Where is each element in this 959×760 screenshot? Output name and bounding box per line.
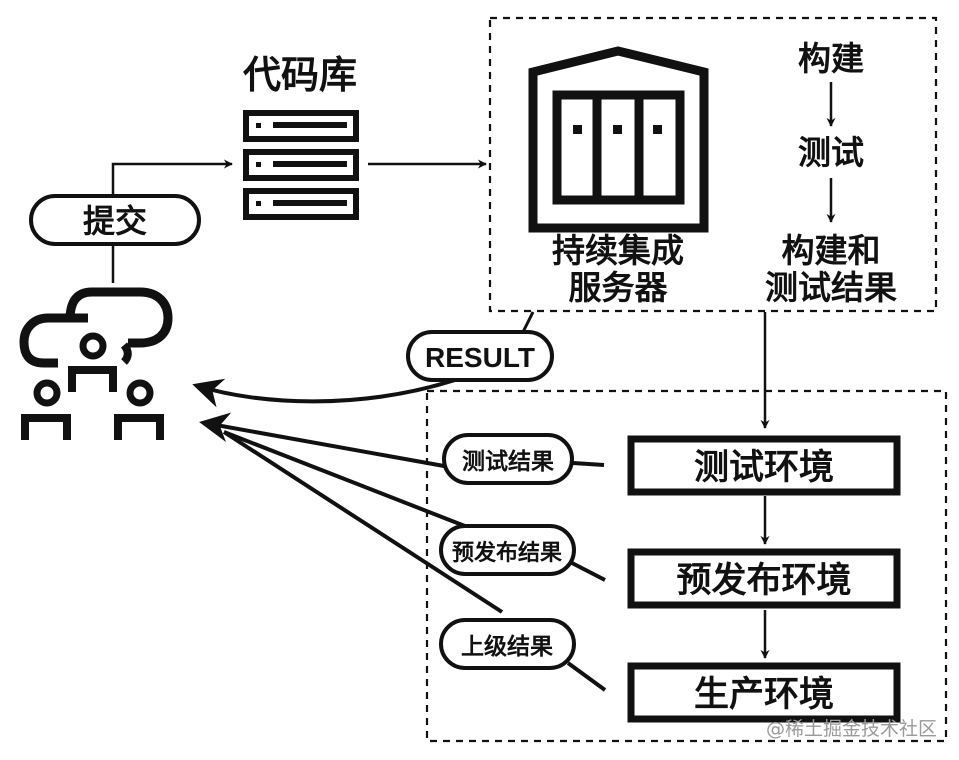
building-icon: [528, 46, 709, 233]
staging-result-feedback-line: [223, 430, 471, 530]
test-result-label: 测试结果: [462, 449, 554, 475]
result-badge-label: RESULT: [425, 342, 535, 373]
env-staging: [627, 548, 901, 609]
env-production-label: 生产环境: [694, 675, 834, 715]
env-test-label: 测试环境: [694, 448, 834, 488]
commit-badge: [29, 194, 201, 246]
staging-result-badge: [439, 524, 576, 576]
env-production: [627, 662, 901, 723]
step-result-line1: 构建和: [782, 231, 881, 270]
team-cloud-icon: [19, 287, 173, 440]
deployment-group: [425, 389, 948, 743]
test-result-badge: [442, 433, 574, 485]
watermark: @稀土掘金技术社区: [766, 718, 937, 740]
result-badge: [406, 330, 554, 382]
prod-result-label: 上级结果: [461, 633, 553, 660]
commit-label: 提交: [83, 202, 147, 240]
ci-server-label-line2: 服务器: [569, 268, 669, 307]
staging-result-connector: [571, 561, 606, 582]
server-rack-icon: [243, 110, 359, 220]
step-result-line2: 测试结果: [765, 268, 897, 307]
env-test: [627, 435, 901, 496]
env-staging-label: 预发布环境: [676, 561, 851, 601]
test-result-connector: [572, 461, 605, 467]
repository-label: 代码库: [243, 53, 357, 97]
result-feedback-arrow: [192, 378, 456, 408]
ci-server-label-line1: 持续集成: [552, 231, 684, 270]
step-test: 测试: [798, 133, 864, 172]
prod-result-feedback-line: [222, 430, 504, 614]
step-build: 构建: [798, 39, 864, 78]
staging-result-label: 预发布结果: [452, 540, 562, 566]
test-result-feedback-arrow: [199, 412, 445, 468]
prod-result-badge: [439, 618, 576, 670]
prod-result-connector: [566, 661, 607, 692]
ci-server-group: [488, 16, 938, 313]
